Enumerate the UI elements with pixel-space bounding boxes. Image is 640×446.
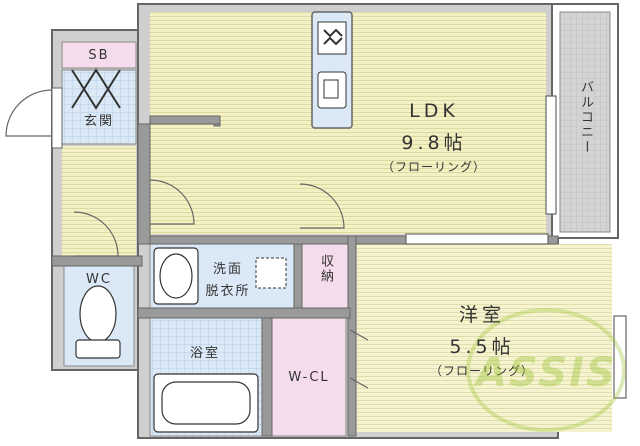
watermark-ring [466,308,626,432]
washbasin [153,247,287,305]
storage-name: 収納 [318,254,333,284]
sb-closet [61,41,137,69]
western-name: 洋室 [458,304,505,326]
interior-walls [51,115,559,437]
western-size: 5.5帖 [449,336,515,358]
ldk-floor: （フローリング） [381,160,486,174]
entrance [61,69,137,256]
wcl-name: W-CL [288,370,330,385]
shoe-box-mark [71,68,121,110]
kitchen-counter [311,11,353,129]
ldk-name: LDK [409,100,459,122]
windows [405,95,627,399]
ldk-size: 9.8帖 [401,132,467,154]
bathtub [153,373,259,433]
sb-name: SB [88,48,110,63]
washroom-line2: 脱衣所 [205,284,251,299]
entrance-door [5,87,63,149]
western-floor: （フローリング） [429,364,534,378]
interior-doors [73,179,369,389]
bath-name: 浴室 [189,346,220,361]
wc-name: WC [86,272,112,287]
washroom-line1: 洗面 [212,262,243,277]
entrance-name: 玄関 [83,114,114,129]
toilet [75,285,121,359]
watermark-text: ASSIS [476,350,617,396]
balcony-name: バルコニー [578,80,593,155]
walk-in-closet [271,317,347,437]
western-room [356,244,612,432]
balcony [551,3,619,239]
